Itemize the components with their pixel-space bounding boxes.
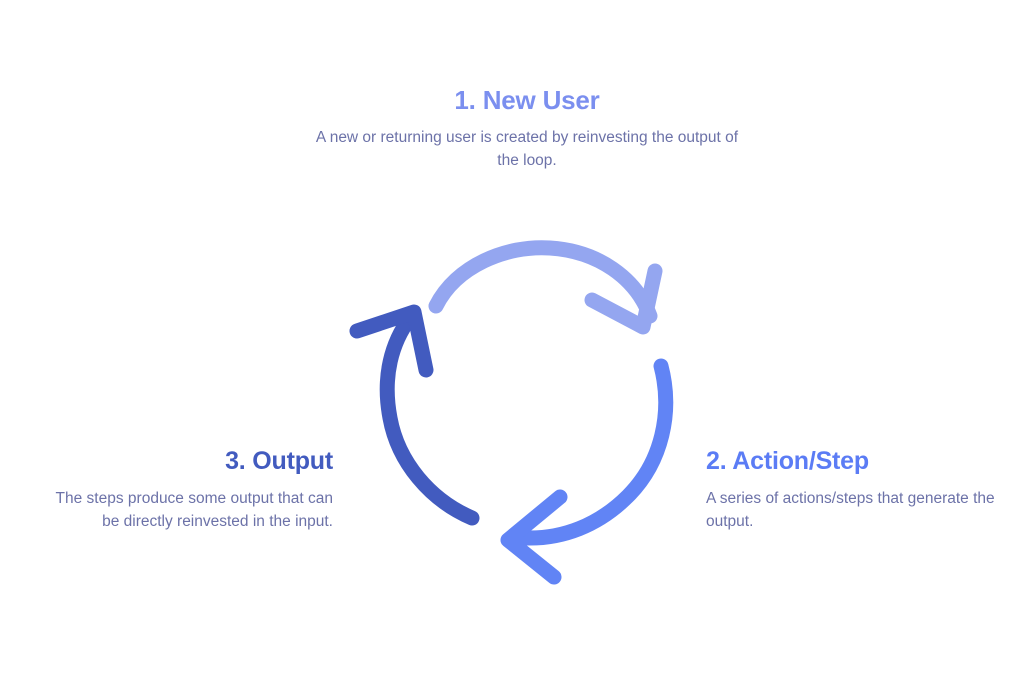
step-output: 3. Output The steps produce some output … <box>36 447 334 534</box>
output-to-new-user-arrow <box>349 304 480 526</box>
arrow-left-head <box>349 304 434 378</box>
arrow-left-arc <box>379 310 480 526</box>
arrow-top-arc <box>428 240 658 324</box>
step-action-title: 2. Action/Step <box>706 447 869 475</box>
arrow-right-arc <box>518 358 674 546</box>
arrow-top-head <box>584 263 663 335</box>
new-user-to-action-arrow <box>428 240 663 335</box>
action-to-output-arrow <box>500 358 674 585</box>
step-output-description: The steps produce some output that can b… <box>55 489 333 531</box>
step-new-user: 1. New User A new or returning user is c… <box>312 86 742 173</box>
step-new-user-title: 1. New User <box>454 85 600 115</box>
cycle-diagram <box>349 240 674 585</box>
step-output-title: 3. Output <box>225 447 333 475</box>
arrow-right-head <box>500 489 568 585</box>
step-new-user-description: A new or returning user is created by re… <box>315 128 739 170</box>
step-action: 2. Action/Step A series of actions/steps… <box>706 447 1006 534</box>
step-action-description: A series of actions/steps that generate … <box>706 489 995 531</box>
